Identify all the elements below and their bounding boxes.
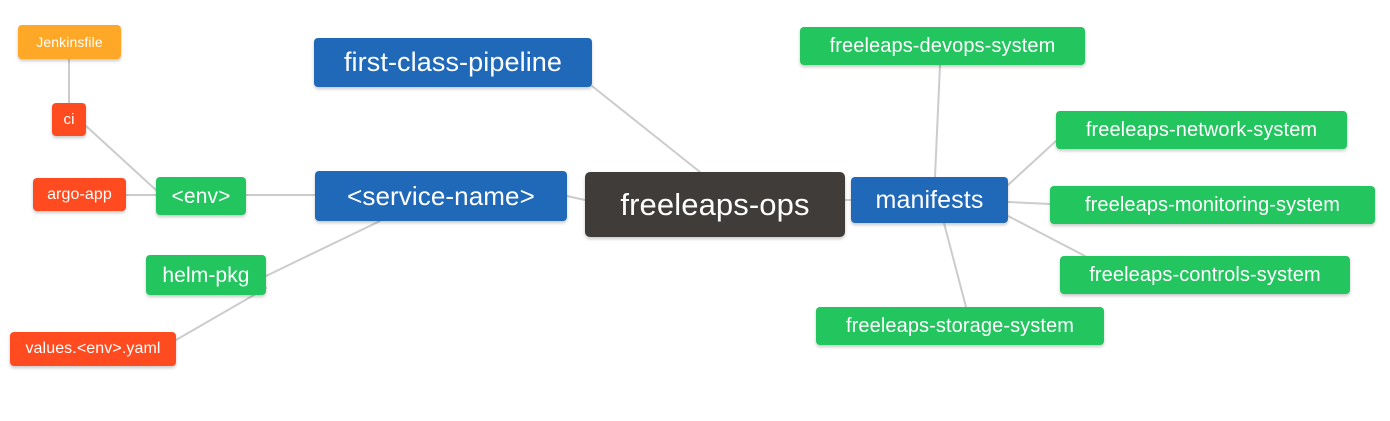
edge-manifests-storage bbox=[943, 222, 967, 308]
edge-firstclasspipeline-root bbox=[591, 85, 701, 173]
edge-valuesyaml-helmpkg bbox=[175, 287, 267, 341]
node-service-name[interactable]: <service-name> bbox=[315, 171, 567, 221]
node-label: <env> bbox=[171, 184, 231, 208]
node-jenkinsfile[interactable]: Jenkinsfile bbox=[18, 25, 121, 59]
node-label: helm-pkg bbox=[162, 263, 250, 287]
node-label: freeleaps-network-system bbox=[1085, 119, 1318, 141]
node-freeleaps-storage-system[interactable]: freeleaps-storage-system bbox=[816, 307, 1104, 345]
node-freeleaps-ops-root[interactable]: freeleaps-ops bbox=[585, 172, 845, 237]
node-values-yaml[interactable]: values.<env>.yaml bbox=[10, 332, 176, 366]
node-freeleaps-devops-system[interactable]: freeleaps-devops-system bbox=[800, 27, 1085, 65]
node-label: values.<env>.yaml bbox=[25, 340, 161, 357]
node-label: freeleaps-controls-system bbox=[1089, 264, 1321, 286]
node-label: Jenkinsfile bbox=[36, 34, 103, 50]
node-ci[interactable]: ci bbox=[52, 103, 86, 136]
node-label: ci bbox=[63, 111, 75, 128]
node-first-class-pipeline[interactable]: first-class-pipeline bbox=[314, 38, 592, 87]
edge-manifests-monitoring bbox=[1007, 201, 1051, 205]
edge-servicename-root bbox=[566, 195, 586, 201]
node-label: first-class-pipeline bbox=[343, 47, 563, 77]
node-env[interactable]: <env> bbox=[156, 177, 246, 215]
node-label: freeleaps-ops bbox=[620, 187, 810, 222]
node-freeleaps-controls-system[interactable]: freeleaps-controls-system bbox=[1060, 256, 1350, 294]
node-argo-app[interactable]: argo-app bbox=[33, 178, 126, 211]
node-label: <service-name> bbox=[347, 181, 535, 211]
node-helm-pkg[interactable]: helm-pkg bbox=[146, 255, 266, 295]
edge-helmpkg-servicename bbox=[265, 220, 381, 277]
node-freeleaps-monitoring-system[interactable]: freeleaps-monitoring-system bbox=[1050, 186, 1375, 224]
node-label: freeleaps-storage-system bbox=[845, 315, 1075, 337]
node-label: freeleaps-monitoring-system bbox=[1084, 194, 1340, 216]
edge-manifests-network bbox=[1007, 140, 1057, 186]
node-manifests[interactable]: manifests bbox=[851, 177, 1008, 223]
edge-manifests-devops bbox=[934, 64, 941, 178]
node-label: argo-app bbox=[47, 185, 112, 203]
node-label: freeleaps-devops-system bbox=[829, 35, 1056, 57]
node-freeleaps-network-system[interactable]: freeleaps-network-system bbox=[1056, 111, 1347, 149]
node-label: manifests bbox=[875, 185, 984, 214]
